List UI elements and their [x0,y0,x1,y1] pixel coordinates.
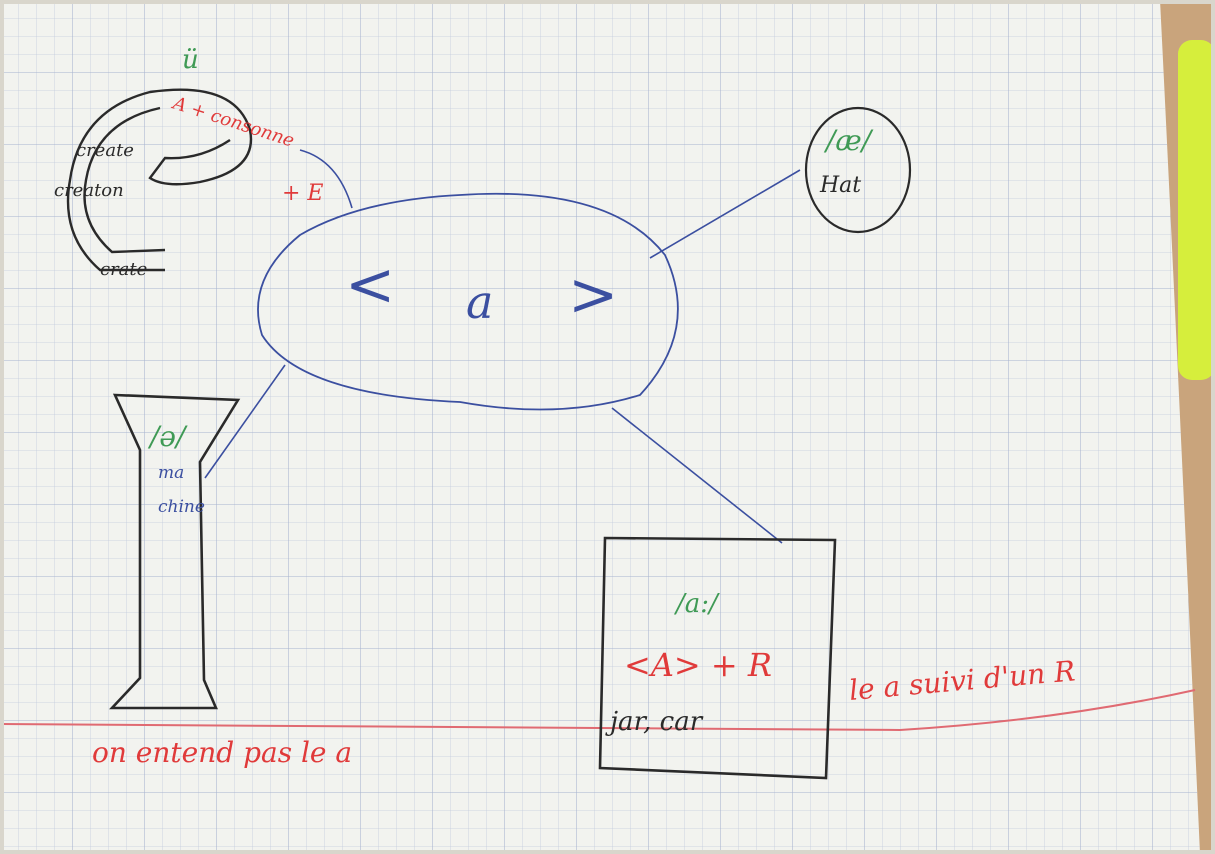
pillar-drawing [109,393,241,710]
snail-word-1: create [76,140,134,161]
oval-word: Hat [819,173,861,198]
pillar-phonetic: /ə/ [147,420,188,453]
pillar-word-1: ma [158,463,184,483]
box-phonetic: /a:/ [673,589,720,619]
oval-phonetic: /æ/ [823,124,874,157]
pillar-word-2: chine [158,497,205,517]
box-rule: <A> + R [624,646,772,684]
margin-line [0,689,1196,732]
note-bottom-left: on entend pas le a [92,736,352,769]
snail-drawing [66,88,253,272]
snail-top-label: ü [182,45,199,75]
phonetic-box [598,536,837,780]
snail-word-2: creaton [54,180,124,201]
phonetic-oval [804,106,912,234]
snail-red-note: + E [282,181,324,206]
bubble-right-bracket: > [568,260,618,330]
bubble-letter: a [466,275,493,329]
connector-oval [649,169,801,259]
box-example: jar, car [605,707,704,737]
connector-pillar [204,364,286,479]
connector-snail [299,149,353,209]
snail-word-3: crate [100,259,147,280]
highlighter [1178,40,1215,380]
center-bubble [257,192,679,411]
connector-box [611,407,783,544]
bubble-left-bracket: < [345,250,395,320]
